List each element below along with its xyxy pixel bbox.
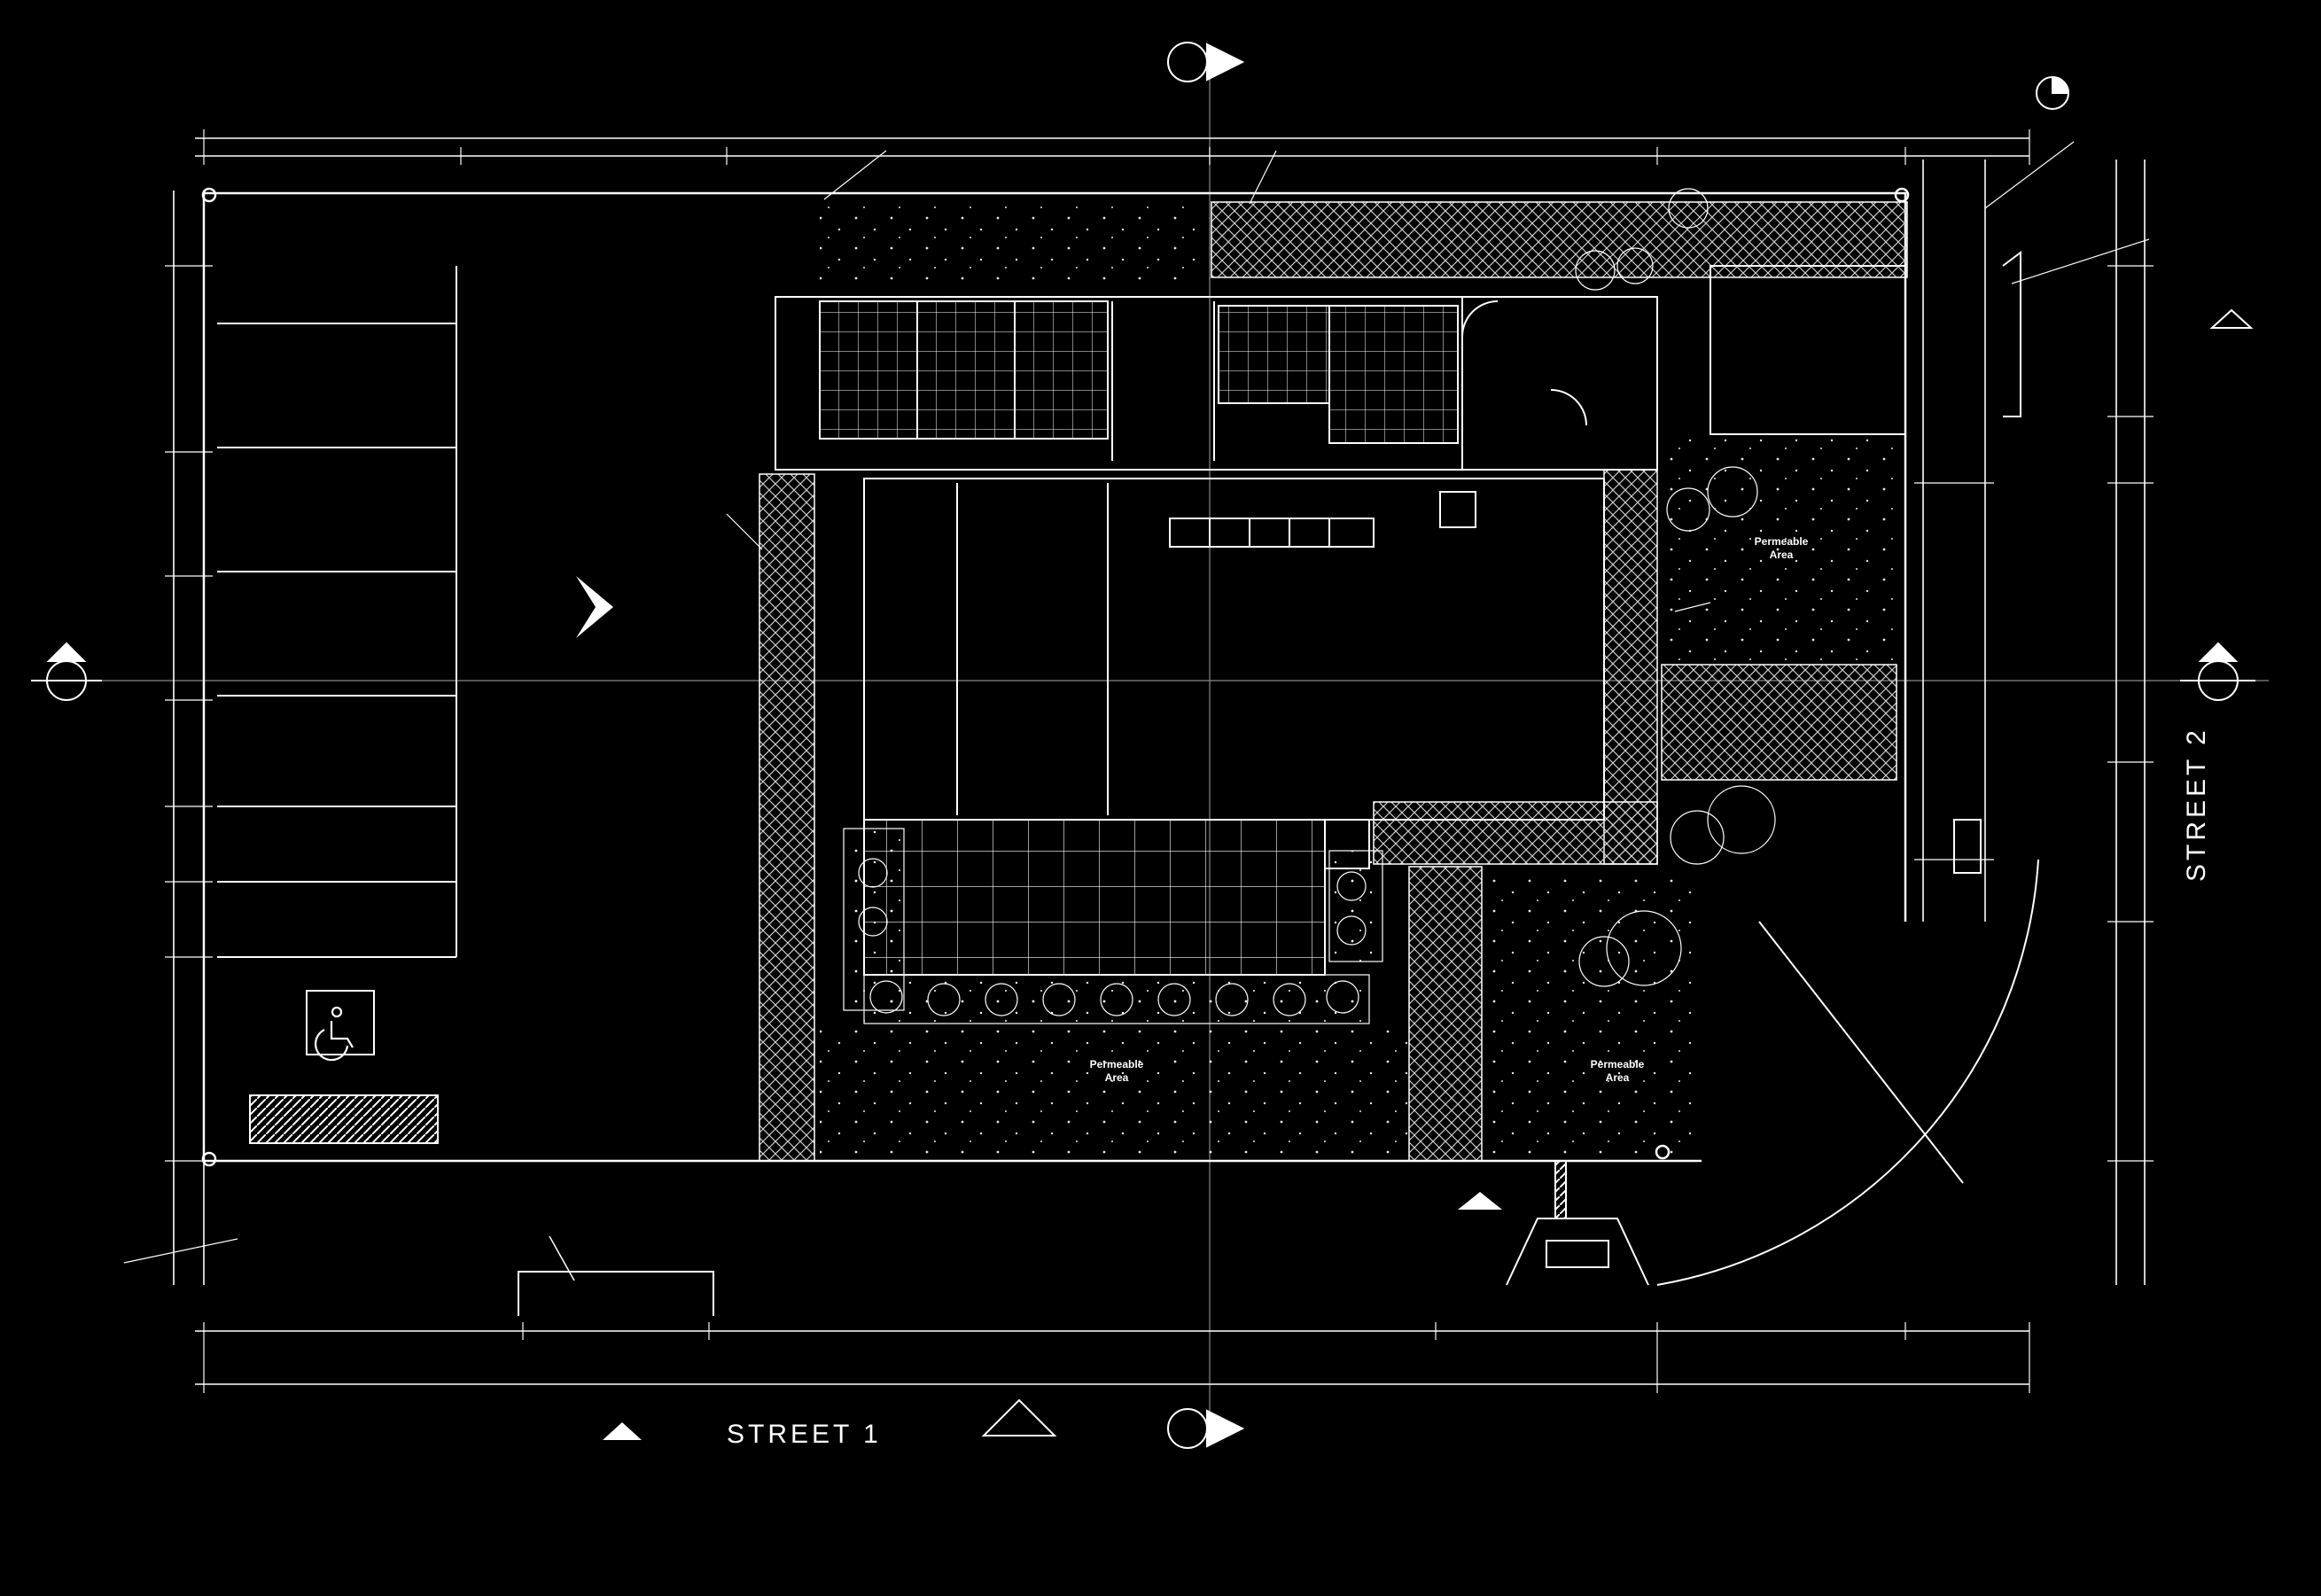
- permeable-area-labels: Permeable Area Permeable Area Permeable …: [1090, 535, 1809, 1084]
- north-arrow-parking: [576, 576, 613, 638]
- grid-bubble-bottom: [1167, 1408, 1245, 1449]
- grid-bubble-top: [1167, 42, 1245, 82]
- dimension-lines: [165, 129, 2154, 1393]
- permeable-label-southeast: Permeable: [1591, 1058, 1645, 1070]
- corner-arc: [518, 251, 2039, 1316]
- area-label-southeast: Area: [1606, 1071, 1630, 1084]
- garden-beds: [843, 188, 1776, 1024]
- accessible-parking-icon: [315, 1006, 354, 1062]
- grid-bubble-right: [2180, 642, 2255, 701]
- north-arrow-icon: [2036, 75, 2070, 110]
- street-1-label: STREET 1: [727, 1420, 882, 1449]
- grid-bubble-left: [31, 642, 102, 701]
- area-label-east: Area: [1770, 549, 1794, 561]
- parking-lot: [217, 266, 457, 1144]
- permeable-label-east: Permeable: [1755, 535, 1809, 548]
- area-label-south: Area: [1105, 1071, 1129, 1084]
- permeable-label-south: Permeable: [1090, 1058, 1144, 1070]
- callout-leaders: [123, 141, 2150, 1264]
- permeable-area-fill: [820, 204, 1897, 1161]
- section-marker-icons: [603, 308, 2254, 1440]
- street-2-label: STREET 2: [2182, 727, 2211, 882]
